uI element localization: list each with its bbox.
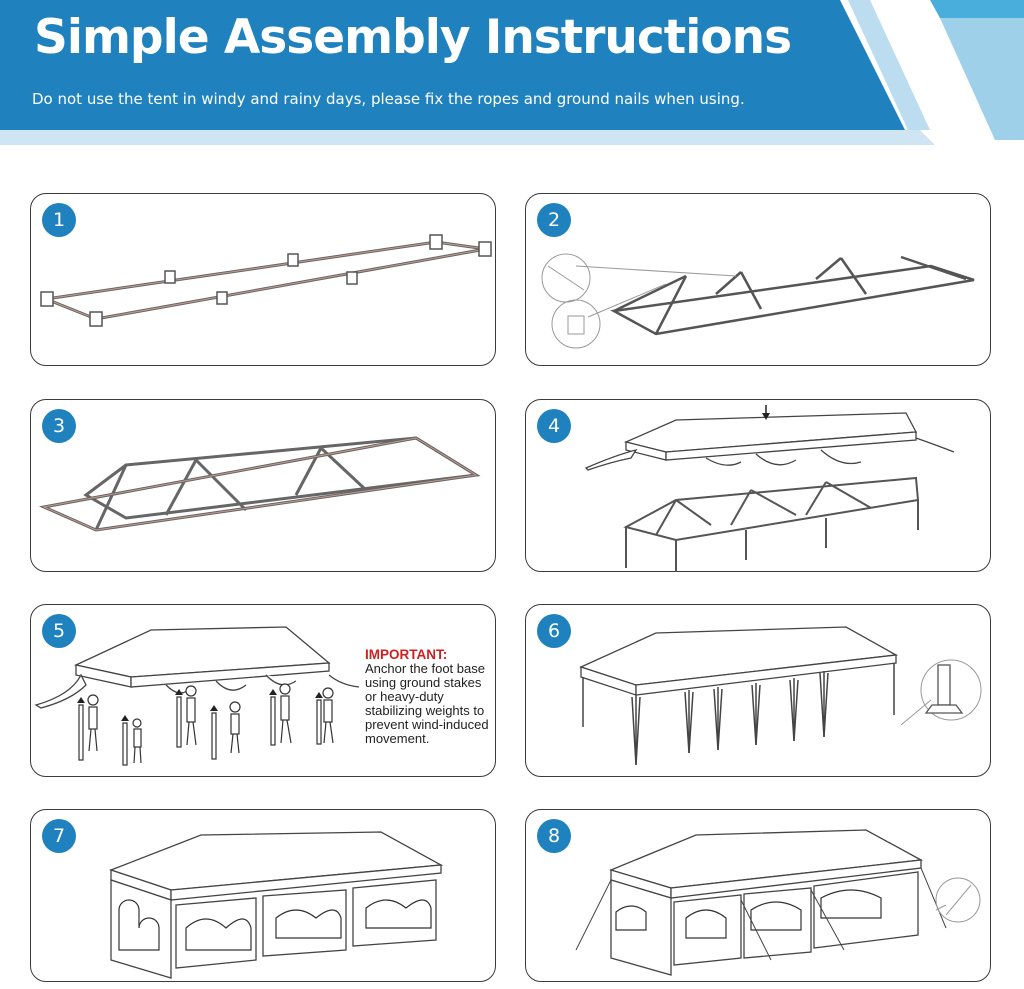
step-3-panel: 3 — [30, 399, 496, 572]
step-2-badge: 2 — [537, 203, 571, 237]
step-8-panel: 8 — [525, 809, 991, 982]
step-5-panel: 5 IMPORTANT: Anchor the foot base using … — [30, 604, 496, 777]
step-6-illustration — [579, 626, 982, 766]
step-3-illustration — [38, 436, 481, 532]
step-4-panel: 4 — [525, 399, 991, 572]
step-1-panel: 1 — [30, 193, 496, 366]
step-8-badge: 8 — [537, 819, 571, 853]
step-7-panel: 7 — [30, 809, 496, 982]
step-1-illustration — [40, 234, 492, 327]
important-label: IMPORTANT: — [365, 647, 448, 662]
important-note: IMPORTANT: Anchor the foot base using gr… — [365, 648, 495, 746]
header-banner: Simple Assembly Instructions Do not use … — [0, 0, 1024, 145]
step-7-badge: 7 — [42, 819, 76, 853]
step-3-badge: 3 — [42, 409, 76, 443]
step-6-panel: 6 — [525, 604, 991, 777]
important-text: Anchor the foot base using ground stakes… — [365, 661, 489, 746]
page-title: Simple Assembly Instructions — [34, 10, 792, 65]
step-4-illustration — [584, 405, 955, 572]
step-6-badge: 6 — [537, 614, 571, 648]
step-2-panel: 2 — [525, 193, 991, 366]
step-5-illustration — [34, 626, 360, 766]
step-4-badge: 4 — [537, 409, 571, 443]
step-7-illustration — [109, 831, 444, 979]
banner-background — [0, 0, 1024, 145]
page-subtitle: Do not use the tent in windy and rainy d… — [32, 90, 745, 108]
step-2-illustration — [541, 253, 975, 349]
step-5-badge: 5 — [42, 614, 76, 648]
step-1-badge: 1 — [42, 203, 76, 237]
step-8-illustration — [575, 829, 981, 976]
